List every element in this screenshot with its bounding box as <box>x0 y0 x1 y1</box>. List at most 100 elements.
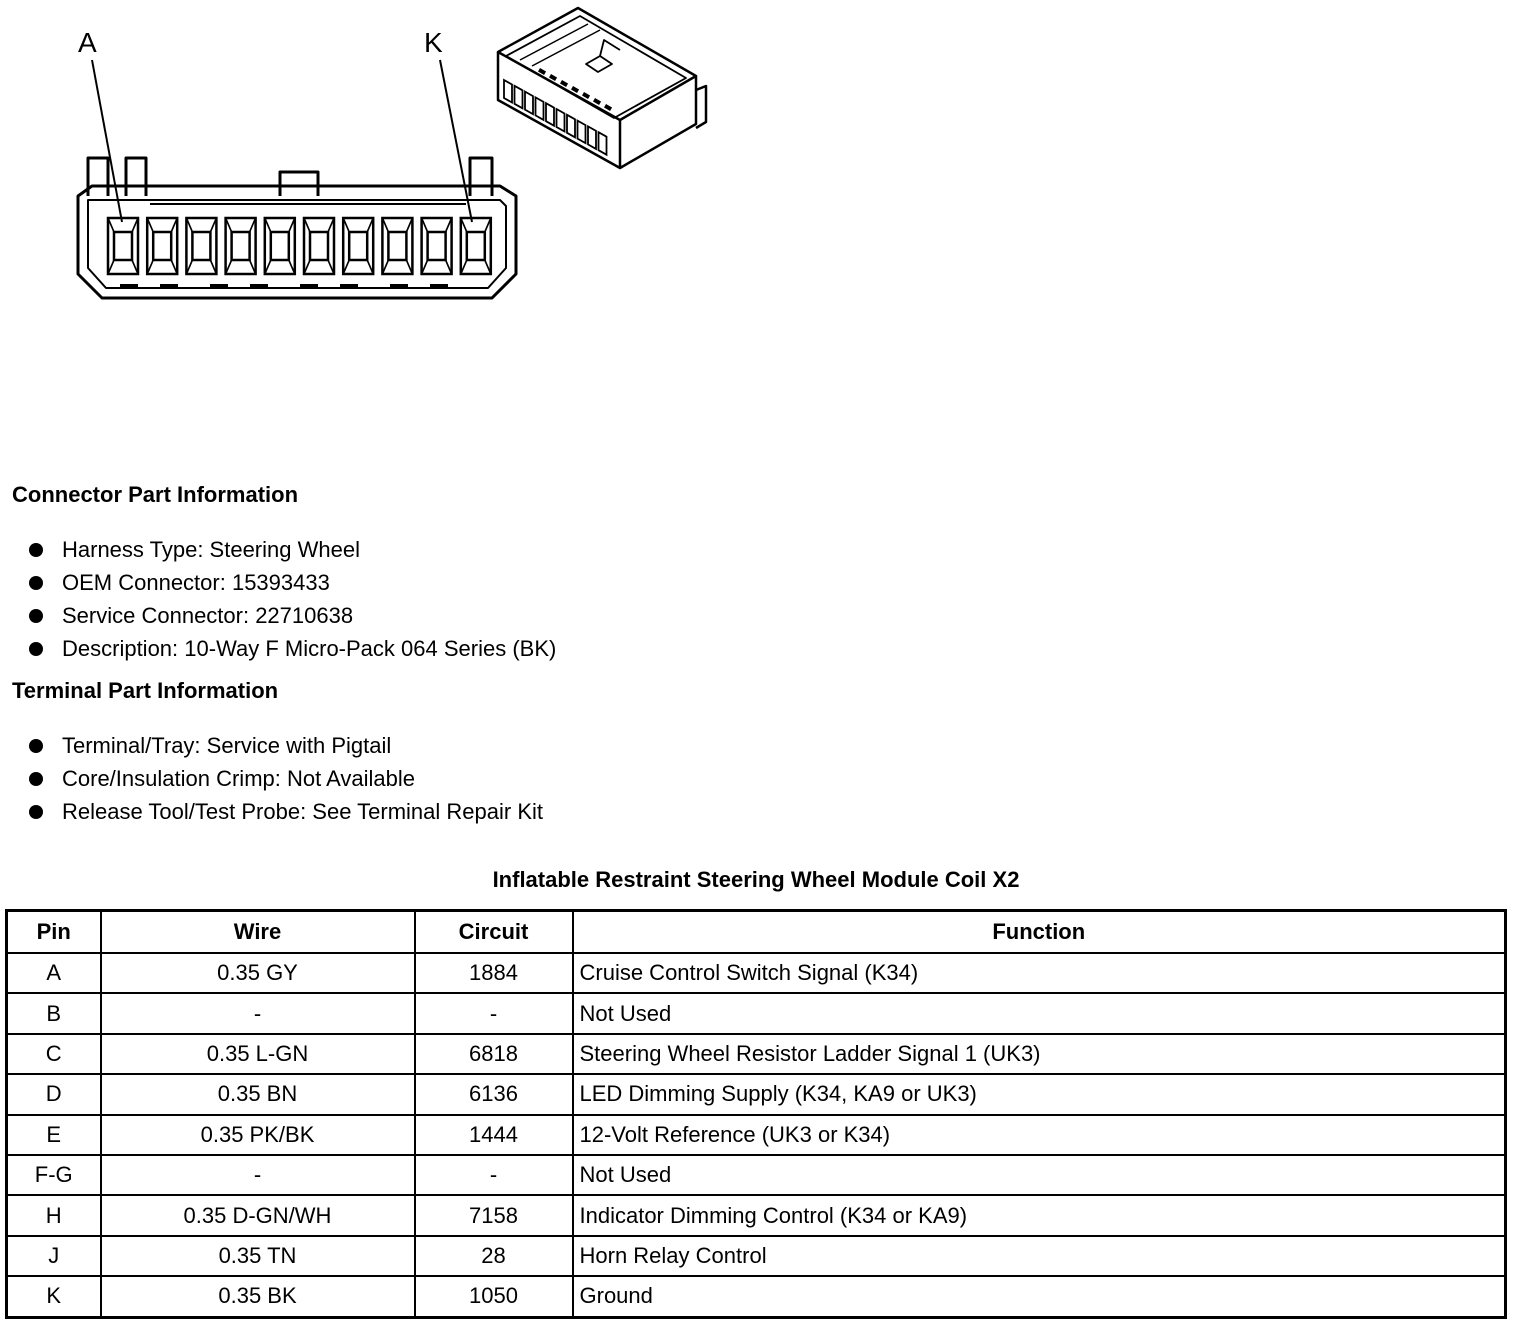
bullet-icon <box>29 805 43 819</box>
bullet-icon <box>29 772 43 786</box>
circuit-cell: - <box>413 1153 574 1197</box>
terminal-cavity <box>185 216 218 276</box>
list-item: Service Connector: 22710638 <box>0 599 556 632</box>
connector-latch-left <box>86 156 110 196</box>
wire-cell: 0.35 TN <box>99 1234 416 1278</box>
isometric-slot <box>560 79 569 87</box>
column-header-wire: Wire <box>99 909 416 954</box>
bullet-icon <box>29 642 43 656</box>
terminal-cavity <box>263 216 297 276</box>
pin-cell: C <box>5 1032 102 1076</box>
circuit-cell: 6136 <box>413 1073 574 1116</box>
column-header-function: Function <box>571 909 1507 954</box>
list-item: Core/Insulation Crimp: Not Available <box>0 762 543 795</box>
function-cell: Steering Wheel Resistor Ladder Signal 1 … <box>571 1032 1507 1076</box>
list-item: Terminal/Tray: Service with Pigtail <box>0 729 543 762</box>
pin-cell: A <box>5 951 102 995</box>
pin-cell: J <box>5 1234 102 1278</box>
isometric-cavity <box>566 113 576 139</box>
isometric-cavity <box>597 130 608 157</box>
circuit-cell: 1050 <box>413 1275 574 1319</box>
connector-center-tab <box>278 170 320 196</box>
wire-cell: 0.35 GY <box>99 951 416 995</box>
wire-cell: 0.35 PK/BK <box>99 1113 416 1156</box>
isometric-cavity <box>587 124 597 151</box>
isometric-slot <box>604 103 613 111</box>
leader-line-k <box>439 59 473 223</box>
terminal-part-info-heading: Terminal Part Information <box>12 678 279 703</box>
connector-part-info-list: Harness Type: Steering Wheel OEM Connect… <box>0 533 556 665</box>
isometric-slot <box>538 67 547 75</box>
connector-latch-right <box>468 156 494 196</box>
terminal-cavity <box>381 216 414 276</box>
circuit-cell: - <box>413 992 574 1035</box>
isometric-slot <box>549 73 558 81</box>
function-cell: Horn Relay Control <box>571 1234 1507 1278</box>
function-cell: Not Used <box>571 992 1507 1035</box>
pin-cell: B <box>5 992 102 1035</box>
function-cell: Indicator Dimming Control (K34 or KA9) <box>571 1194 1507 1237</box>
wire-cell: 0.35 D-GN/WH <box>99 1194 416 1237</box>
circuit-cell: 28 <box>413 1234 574 1278</box>
connector-part-info-heading: Connector Part Information <box>12 482 299 507</box>
bullet-icon <box>29 739 43 753</box>
wire-cell: 0.35 BN <box>99 1073 416 1116</box>
list-item: Description: 10-Way F Micro-Pack 064 Ser… <box>0 632 556 665</box>
wire-cell: 0.35 L-GN <box>99 1032 416 1076</box>
wire-cell: 0.35 BK <box>99 1275 416 1319</box>
column-header-pin: Pin <box>5 909 102 954</box>
connector-diagram: A K <box>76 6 708 300</box>
isometric-slot <box>571 85 580 93</box>
pin-label-a: A <box>78 27 97 58</box>
pin-cell: F-G <box>5 1153 102 1197</box>
terminal-cavity <box>341 216 375 276</box>
list-item: OEM Connector: 15393433 <box>0 566 556 599</box>
pin-label-k: K <box>424 27 443 58</box>
list-item: Harness Type: Steering Wheel <box>0 533 556 566</box>
isometric-slot <box>582 91 591 99</box>
column-header-circuit: Circuit <box>413 909 574 954</box>
isometric-cavity <box>513 84 524 110</box>
isometric-cavity <box>576 119 587 145</box>
isometric-cavity <box>534 95 545 122</box>
function-cell: LED Dimming Supply (K34, KA9 or UK3) <box>571 1073 1507 1116</box>
isometric-cavity <box>555 107 566 134</box>
terminal-cavity <box>302 216 336 276</box>
function-cell: Not Used <box>571 1153 1507 1197</box>
function-cell: Ground <box>571 1275 1507 1319</box>
pin-cell: D <box>5 1073 102 1116</box>
terminal-cavity <box>420 216 453 276</box>
terminal-cavity <box>145 216 179 276</box>
pin-cell: K <box>5 1275 102 1319</box>
bullet-icon <box>29 609 43 623</box>
bullet-icon <box>29 576 43 590</box>
pin-cell: H <box>5 1194 102 1237</box>
circuit-cell: 1444 <box>413 1113 574 1156</box>
table-row: F-G--Not Used <box>5 1153 1507 1197</box>
terminal-cavity <box>224 216 257 276</box>
isometric-slot <box>593 97 602 105</box>
terminal-cavity <box>106 216 140 276</box>
terminal-cavity <box>459 216 493 276</box>
wire-cell: - <box>99 992 416 1035</box>
leader-line-a <box>91 59 123 223</box>
pin-cell: E <box>5 1113 102 1156</box>
table-header-row: Pin Wire Circuit Function <box>5 909 1507 954</box>
function-cell: 12-Volt Reference (UK3 or K34) <box>571 1113 1507 1156</box>
isometric-cavity <box>503 78 513 105</box>
terminal-part-info-list: Terminal/Tray: Service with Pigtail Core… <box>0 729 543 828</box>
connector-isometric-view <box>496 6 708 170</box>
list-item: Release Tool/Test Probe: See Terminal Re… <box>0 795 543 828</box>
connector-face-outline <box>76 184 518 300</box>
circuit-cell: 6818 <box>413 1032 574 1076</box>
isometric-cavity <box>545 101 555 128</box>
circuit-cell: 1884 <box>413 951 574 995</box>
